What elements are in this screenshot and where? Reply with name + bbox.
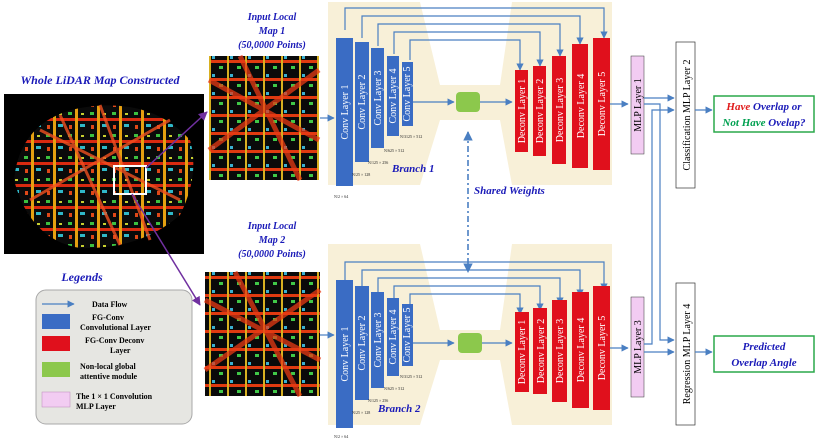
svg-text:N/125 × 256: N/125 × 256: [368, 398, 388, 403]
legend-mlp-swatch: [41, 391, 71, 408]
svg-text:Deconv Layer 2: Deconv Layer 2: [535, 79, 546, 143]
classification-mlp-layer-2: [675, 41, 696, 189]
svg-text:N/25 × 128: N/25 × 128: [352, 172, 370, 177]
svg-text:N/25 × 128: N/25 × 128: [352, 410, 370, 415]
input-map-2-image: [203, 270, 322, 398]
regression-mlp-layer-4: [675, 282, 696, 426]
svg-text:Map 1: Map 1: [258, 26, 285, 37]
svg-text:Conv Layer 1: Conv Layer 1: [340, 85, 351, 140]
svg-text:N/3125 × 512: N/3125 × 512: [400, 134, 422, 139]
svg-text:Conv Layer 4: Conv Layer 4: [388, 310, 399, 365]
svg-text:Conv Layer 2: Conv Layer 2: [357, 75, 368, 130]
svg-text:Layer: Layer: [110, 346, 131, 355]
svg-text:Deconv Layer 4: Deconv Layer 4: [576, 74, 587, 138]
svg-text:Conv Layer 1: Conv Layer 1: [340, 327, 351, 382]
angle-output-box: [713, 335, 815, 373]
svg-text:Map 2: Map 2: [258, 235, 285, 246]
svg-text:N/625 × 512: N/625 × 512: [384, 386, 404, 391]
svg-text:(50,0000 Points): (50,0000 Points): [238, 40, 306, 51]
svg-text:(50,0000 Points): (50,0000 Points): [238, 249, 306, 260]
svg-text:MLP Layer: MLP Layer: [76, 402, 116, 411]
svg-text:Conv Layer 3: Conv Layer 3: [373, 313, 384, 368]
svg-text:Conv Layer 5: Conv Layer 5: [402, 308, 413, 363]
svg-text:FG-Conv Deconv: FG-Conv Deconv: [85, 336, 144, 345]
mlp-layer-1: [630, 55, 645, 155]
branch-2-label: Branch 2: [377, 403, 421, 415]
whole-map-title: Whole LiDAR Map Constructed: [20, 73, 180, 87]
legends-title: Legends: [60, 270, 103, 284]
svg-text:N/125 × 256: N/125 × 256: [368, 160, 388, 165]
input-map-2-title: Input Local Map 2 (50,0000 Points): [238, 221, 306, 260]
svg-text:Input Local: Input Local: [247, 12, 297, 23]
crop-arrow-1: [145, 111, 208, 169]
svg-text:MLP Layer 3: MLP Layer 3: [633, 320, 644, 374]
svg-text:Deconv Layer 4: Deconv Layer 4: [576, 318, 587, 382]
svg-text:Conv Layer 5: Conv Layer 5: [402, 67, 413, 122]
svg-text:Deconv Layer 3: Deconv Layer 3: [555, 78, 566, 142]
svg-text:N/2 × 64: N/2 × 64: [334, 194, 348, 199]
svg-text:FG-Conv: FG-Conv: [92, 313, 124, 322]
svg-text:Deconv Layer 5: Deconv Layer 5: [597, 316, 608, 380]
input-map-1-title: Input Local Map 1 (50,0000 Points): [238, 12, 306, 51]
svg-text:N/2 × 64: N/2 × 64: [334, 434, 348, 439]
branch-2: Conv Layer 1 Conv Layer 2 Conv Layer 3 C…: [334, 261, 610, 439]
classification-label: Classification MLP Layer 2: [682, 59, 693, 170]
legend-deconv-swatch: [42, 336, 70, 351]
svg-text:Deconv Layer 3: Deconv Layer 3: [555, 319, 566, 383]
svg-text:N/3125 × 512: N/3125 × 512: [400, 374, 422, 379]
svg-text:Conv Layer 4: Conv Layer 4: [388, 69, 399, 124]
whole-lidar-map-image: [4, 94, 204, 254]
svg-text:Conv Layer 2: Conv Layer 2: [357, 316, 368, 371]
crop-arrow-2: [131, 193, 201, 306]
angle-output-line2: Overlap Angle: [731, 357, 796, 369]
svg-text:Conv Layer 3: Conv Layer 3: [373, 71, 384, 126]
mlp-layer-3: [630, 296, 645, 398]
crop-box: [113, 165, 147, 195]
svg-text:Convolutional Layer: Convolutional Layer: [80, 323, 151, 332]
svg-text:Deconv Layer 5: Deconv Layer 5: [597, 72, 608, 136]
overlap-output-line1: Have Overlap or: [725, 101, 802, 113]
overlap-output-box: [713, 95, 815, 133]
input-map-1-image: [207, 54, 321, 182]
svg-text:attentive module: attentive module: [80, 372, 138, 381]
branch-1-label: Branch 1: [391, 163, 435, 175]
legend-nonlocal-swatch: [42, 362, 70, 377]
svg-text:The 1 × 1 Convolution: The 1 × 1 Convolution: [76, 392, 153, 401]
svg-text:Deconv Layer 1: Deconv Layer 1: [517, 320, 528, 384]
branch-1: Conv Layer 1 Conv Layer 2 Conv Layer 3 C…: [334, 7, 610, 199]
angle-output-line1: Predicted: [743, 341, 786, 353]
regression-label: Regression MLP Layer 4: [682, 304, 693, 404]
svg-text:Non-local global: Non-local global: [80, 362, 137, 371]
overlap-output-line2: Not Have Ovelap?: [721, 117, 806, 129]
shared-weights-label: Shared Weights: [474, 185, 545, 197]
svg-text:Deconv Layer 1: Deconv Layer 1: [517, 79, 528, 143]
svg-text:Deconv Layer 2: Deconv Layer 2: [536, 319, 547, 383]
legend-conv-swatch: [42, 314, 70, 329]
svg-text:N/625 × 512: N/625 × 512: [384, 148, 404, 153]
svg-text:Input Local: Input Local: [247, 221, 297, 232]
legend-box: Data Flow FG-Conv Convolutional Layer FG…: [35, 289, 193, 425]
legend-flow-label: Data Flow: [92, 300, 128, 309]
svg-text:MLP Layer 1: MLP Layer 1: [633, 78, 644, 132]
